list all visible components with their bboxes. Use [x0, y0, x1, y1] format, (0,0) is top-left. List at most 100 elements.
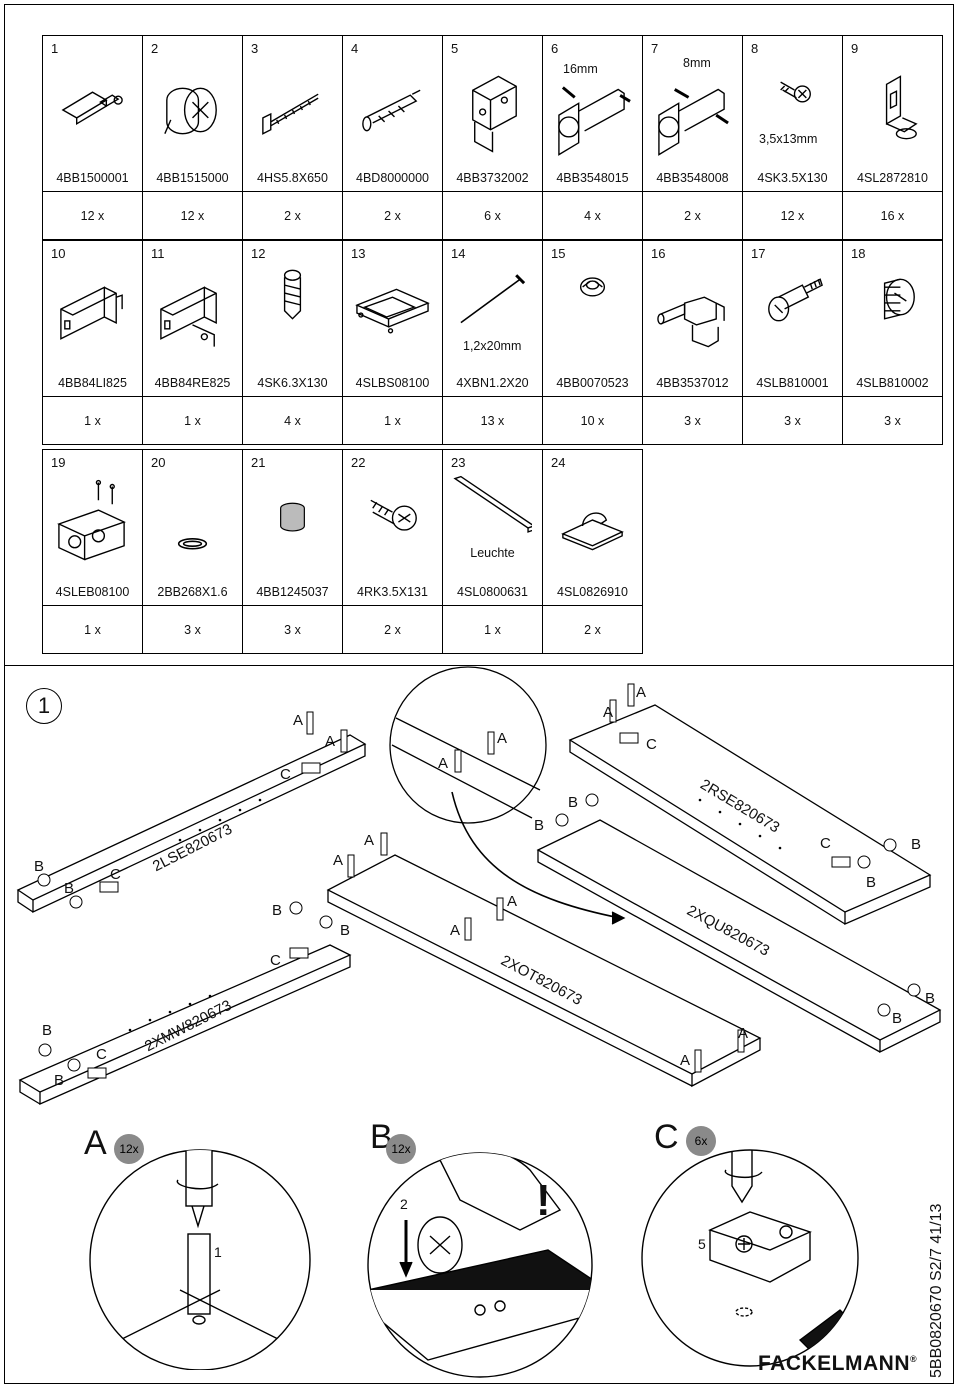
part-cell: 21 4BB1245037 [242, 449, 343, 606]
part-code: 4BB3732002 [456, 171, 529, 185]
part-number: 4 [351, 41, 359, 56]
part-code: 4SLEB08100 [55, 585, 130, 599]
latch-icon [653, 265, 732, 365]
part-number: 8 [751, 41, 759, 56]
part-code: 4SL0800631 [457, 585, 528, 599]
callout-b: B [866, 874, 877, 891]
part-qty: 1 x [142, 396, 243, 445]
part-cell: 1 4BB1500001 [42, 35, 143, 192]
part-code: 4SLBS08100 [355, 376, 430, 390]
callout-a: A [507, 893, 518, 910]
part-cell: 6 16mm 4BB3548015 [542, 35, 643, 192]
parts-table-row2: 10 4BB84LI825 11 4BB84RE825 12 4SK6.3X13… [42, 240, 943, 445]
warning-mark: ! [536, 1176, 551, 1225]
part-cell: 22 4RK3.5X131 [342, 449, 443, 606]
cap-icon [553, 265, 632, 305]
hinge-icon [653, 76, 732, 176]
part-cell: 20 2BB268X1.6 [142, 449, 243, 606]
part-code: 4BB3548015 [556, 171, 629, 185]
part-cell: 9 4SL2872810 [842, 35, 943, 192]
callout-c: C [110, 866, 121, 883]
part-cell: 11 4BB84RE825 [142, 240, 243, 397]
part-number: 18 [851, 246, 866, 261]
part-number: 24 [551, 455, 566, 470]
callout-a: A [333, 852, 344, 869]
part-code: 4BB3548008 [656, 171, 729, 185]
part-cell: 19 4SLEB08100 [42, 449, 143, 606]
part-code: 4RK3.5X131 [357, 585, 428, 599]
part-number: 16 [651, 246, 666, 261]
detail-a-letter: A [84, 1124, 107, 1162]
part-qty: 1 x [342, 396, 443, 445]
callout-b: B [568, 794, 579, 811]
part-qty: 1 x [442, 605, 543, 654]
part-cell: 18 4SLB810002 [842, 240, 943, 397]
screw-icon [753, 60, 832, 120]
part-code: 4BB0070523 [556, 376, 629, 390]
part-qty: 3 x [742, 396, 843, 445]
callout-c: C [280, 766, 291, 783]
part-code: 4BB84LI825 [58, 376, 127, 390]
part-note: 1,2x20mm [463, 339, 522, 353]
callout-b: B [911, 836, 922, 853]
part-cell: 14 1,2x20mm 4XBN1.2X20 [442, 240, 543, 397]
part-number: 12 [251, 246, 266, 261]
part-cell: 13 4SLBS08100 [342, 240, 443, 397]
part-cell: 5 4BB3732002 [442, 35, 543, 192]
part-code: 4BB1245037 [256, 585, 329, 599]
part-number: 21 [251, 455, 266, 470]
part-code: 4HS5.8X650 [257, 171, 328, 185]
shelf-support-icon [853, 60, 932, 160]
part-code: 4XBN1.2X20 [456, 376, 529, 390]
part-code: 4SK6.3X130 [257, 376, 328, 390]
part-cell: 2 4BB1515000 [142, 35, 243, 192]
part-code: 4SL0826910 [557, 585, 628, 599]
brand-name: FACKELMANN [758, 1352, 910, 1375]
assembly-diagram [16, 666, 942, 1105]
part-qty: 4 x [542, 191, 643, 240]
detail-b-illustration [367, 1152, 593, 1378]
o-ring-icon [153, 474, 232, 574]
part-number: 3 [251, 41, 259, 56]
step-number: 1 [26, 688, 62, 724]
detail-c-letter: C [654, 1118, 679, 1156]
sleeve-icon [853, 265, 932, 335]
socket-box-icon [53, 474, 132, 574]
bracket-left-icon [53, 265, 132, 365]
part-number: 9 [851, 41, 859, 56]
part-qty: 1 x [42, 396, 143, 445]
callout-a: A [680, 1052, 691, 1069]
part-qty: 12 x [42, 191, 143, 240]
callout-b: B [42, 1022, 53, 1039]
callout-b: B [64, 880, 75, 897]
part-note: 3,5x13mm [759, 132, 818, 146]
part-qty: 12 x [142, 191, 243, 240]
callout-b: B [340, 922, 351, 939]
callout-a: A [364, 832, 375, 849]
part-code: 4SLB810002 [856, 376, 929, 390]
part-number: 17 [751, 246, 766, 261]
pin-icon [253, 474, 332, 574]
part-number: 14 [451, 246, 466, 261]
part-qty: 2 x [342, 605, 443, 654]
tray-icon [353, 265, 432, 365]
registered-mark: ® [910, 1354, 918, 1364]
board-xot [326, 854, 762, 1075]
detail-c-step: 5 [698, 1236, 706, 1252]
document-reference: 5BB0820670 S2/7 41/13 [928, 1203, 945, 1378]
part-cell: 24 4SL0826910 [542, 449, 643, 606]
board-lse [16, 734, 367, 901]
callout-a: A [603, 704, 614, 721]
part-code: 4BB1515000 [156, 171, 229, 185]
part-qty: 16 x [842, 191, 943, 240]
part-qty: 3 x [842, 396, 943, 445]
part-code: 4BB84RE825 [154, 376, 231, 390]
part-qty: 6 x [442, 191, 543, 240]
callout-b: B [272, 902, 283, 919]
part-cell: 17 4SLB810001 [742, 240, 843, 397]
detail-a-count: 12x [114, 1134, 144, 1164]
parts-table-row3: 19 4SLEB08100 20 2BB268X1.6 21 4BB124503… [42, 449, 643, 654]
part-cell: 8 3,5x13mm 4SK3.5X130 [742, 35, 843, 192]
part-qty: 1 x [42, 605, 143, 654]
part-number: 7 [651, 41, 659, 56]
